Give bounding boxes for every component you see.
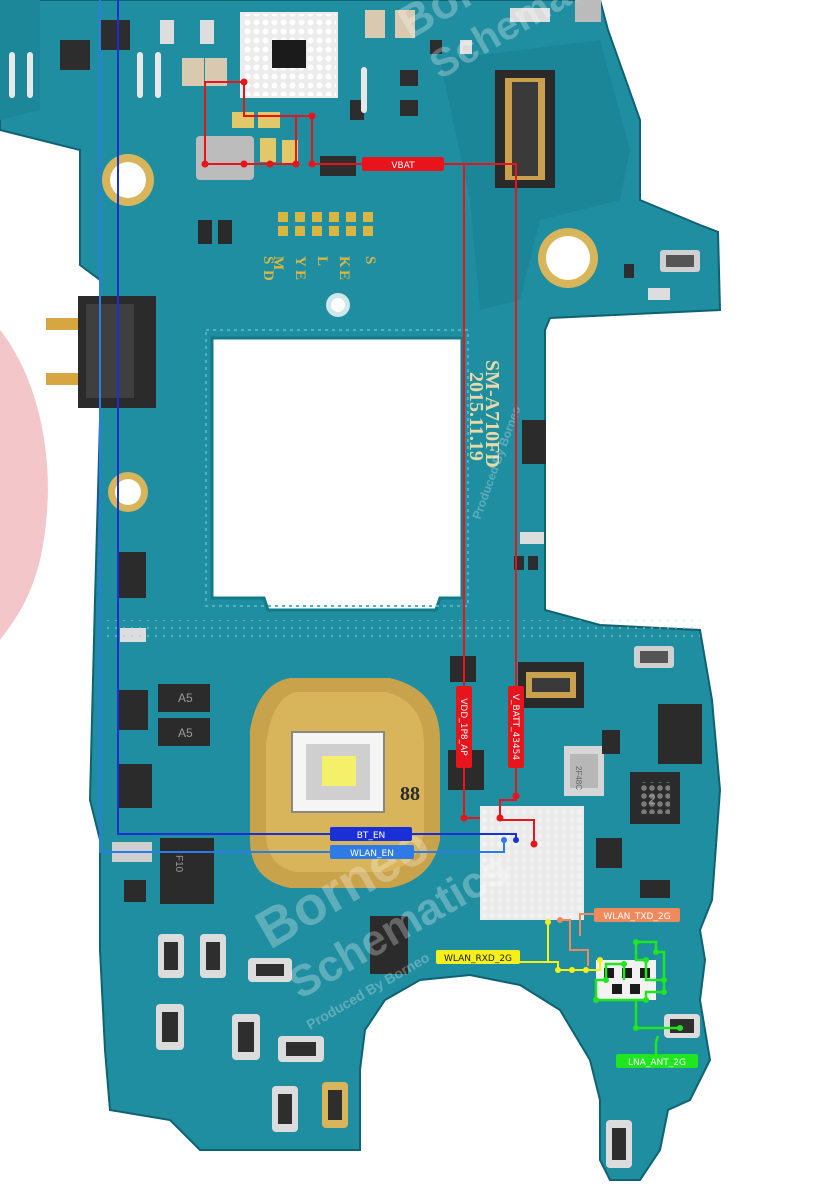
vbat-label-text: VBAT <box>391 161 415 171</box>
vdd-1p8-ap-label: VDD_1P8_AP <box>456 686 472 768</box>
wlan-txd-2g-label: WLAN_TXD_2G <box>594 908 680 922</box>
silk-letter: M <box>270 256 286 270</box>
lna-ant-2g-label: LNA_ANT_2G <box>616 1054 698 1068</box>
bt-en-node <box>513 837 519 843</box>
vdd-1p8-ap-label-text: VDD_1P8_AP <box>458 698 468 756</box>
vbat-nodes <box>201 78 538 848</box>
vbat-trace <box>204 81 535 844</box>
silk-lines-left <box>9 52 367 113</box>
silk-letter: E <box>336 270 352 280</box>
board-date-silk: 2015.11.19 <box>465 372 487 461</box>
bottom-switches <box>156 934 700 1168</box>
board-connector-mid <box>518 662 584 708</box>
component-mark: A5 <box>178 726 193 740</box>
v-batt-43454-label: V_BATT_43454 <box>508 686 524 768</box>
wlan-rxd-2g-label-text: WLAN_RXD_2G <box>444 954 512 964</box>
bt-en-label: BT_EN <box>330 827 412 841</box>
component-mark: 2 <box>648 791 656 807</box>
silk-letter: E <box>292 270 308 280</box>
silk-letters: S K L Y M E E S D <box>260 256 378 281</box>
wlan-rxd-2g-label: WLAN_RXD_2G <box>436 950 520 964</box>
bga-chip-bottom <box>480 806 584 920</box>
v-batt-43454-label-text: V_BATT_43454 <box>510 694 520 761</box>
silk-letter: D <box>260 270 276 281</box>
bga-chip-top <box>240 12 338 98</box>
wlan-en-node <box>501 837 507 843</box>
component-mark: 88 <box>400 783 420 805</box>
board-model-silk: SM-A710FD <box>481 360 503 468</box>
lna-ant-nodes <box>593 939 683 1031</box>
right-side-components <box>514 250 700 668</box>
silk-letter: S <box>362 256 378 264</box>
via-strip <box>100 620 700 640</box>
silk-letter: Y <box>292 256 308 267</box>
test-pad-row <box>198 212 373 244</box>
silk-letter: K <box>336 256 352 268</box>
wlan-txd-node <box>557 917 563 923</box>
center-window <box>210 336 464 612</box>
wlan-en-trace <box>99 0 505 853</box>
pink-accent-shape <box>0 330 48 640</box>
wlan-rxd-nodes <box>545 919 603 973</box>
window-via-ring <box>205 329 469 607</box>
component-mark: 2F48C <box>574 766 583 790</box>
lna-ant-2g-label-text: LNA_ANT_2G <box>628 1058 686 1068</box>
vbat-label: VBAT <box>362 157 444 171</box>
wlan-en-label: WLAN_EN <box>330 845 414 859</box>
watermark-line1: Borneo <box>665 48 734 123</box>
component-mark: A5 <box>178 691 193 705</box>
top-left-cutout <box>0 0 40 120</box>
silk-letter: S <box>260 256 276 264</box>
passive-components-top <box>60 0 601 180</box>
component-mark: F10 <box>173 855 184 873</box>
left-side-components <box>112 552 214 904</box>
wlan-txd-2g-trace <box>560 913 594 966</box>
bt-en-label-text: BT_EN <box>357 831 386 841</box>
wlan-en-label-text: WLAN_EN <box>350 849 394 859</box>
silk-letter: L <box>314 256 330 266</box>
wlan-txd-2g-label-text: WLAN_TXD_2G <box>603 912 670 922</box>
board-connector-top <box>495 70 555 188</box>
